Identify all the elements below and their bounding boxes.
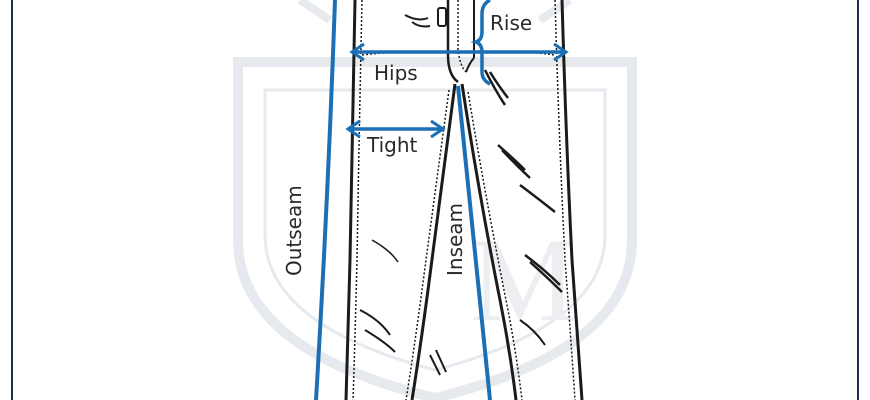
- hips-label: Hips: [374, 61, 418, 85]
- rise-brace: [470, 0, 491, 86]
- outseam-line: [314, 0, 337, 400]
- tight-label: Tight: [366, 133, 418, 157]
- inseam-label: Inseam: [443, 203, 467, 276]
- hips-arrowheads: [349, 42, 569, 62]
- measurement-lines: [314, 0, 569, 400]
- inseam-line: [456, 85, 492, 400]
- outseam-label: Outseam: [282, 185, 306, 276]
- rise-label: Rise: [490, 11, 532, 35]
- tight-arrowheads: [345, 119, 446, 139]
